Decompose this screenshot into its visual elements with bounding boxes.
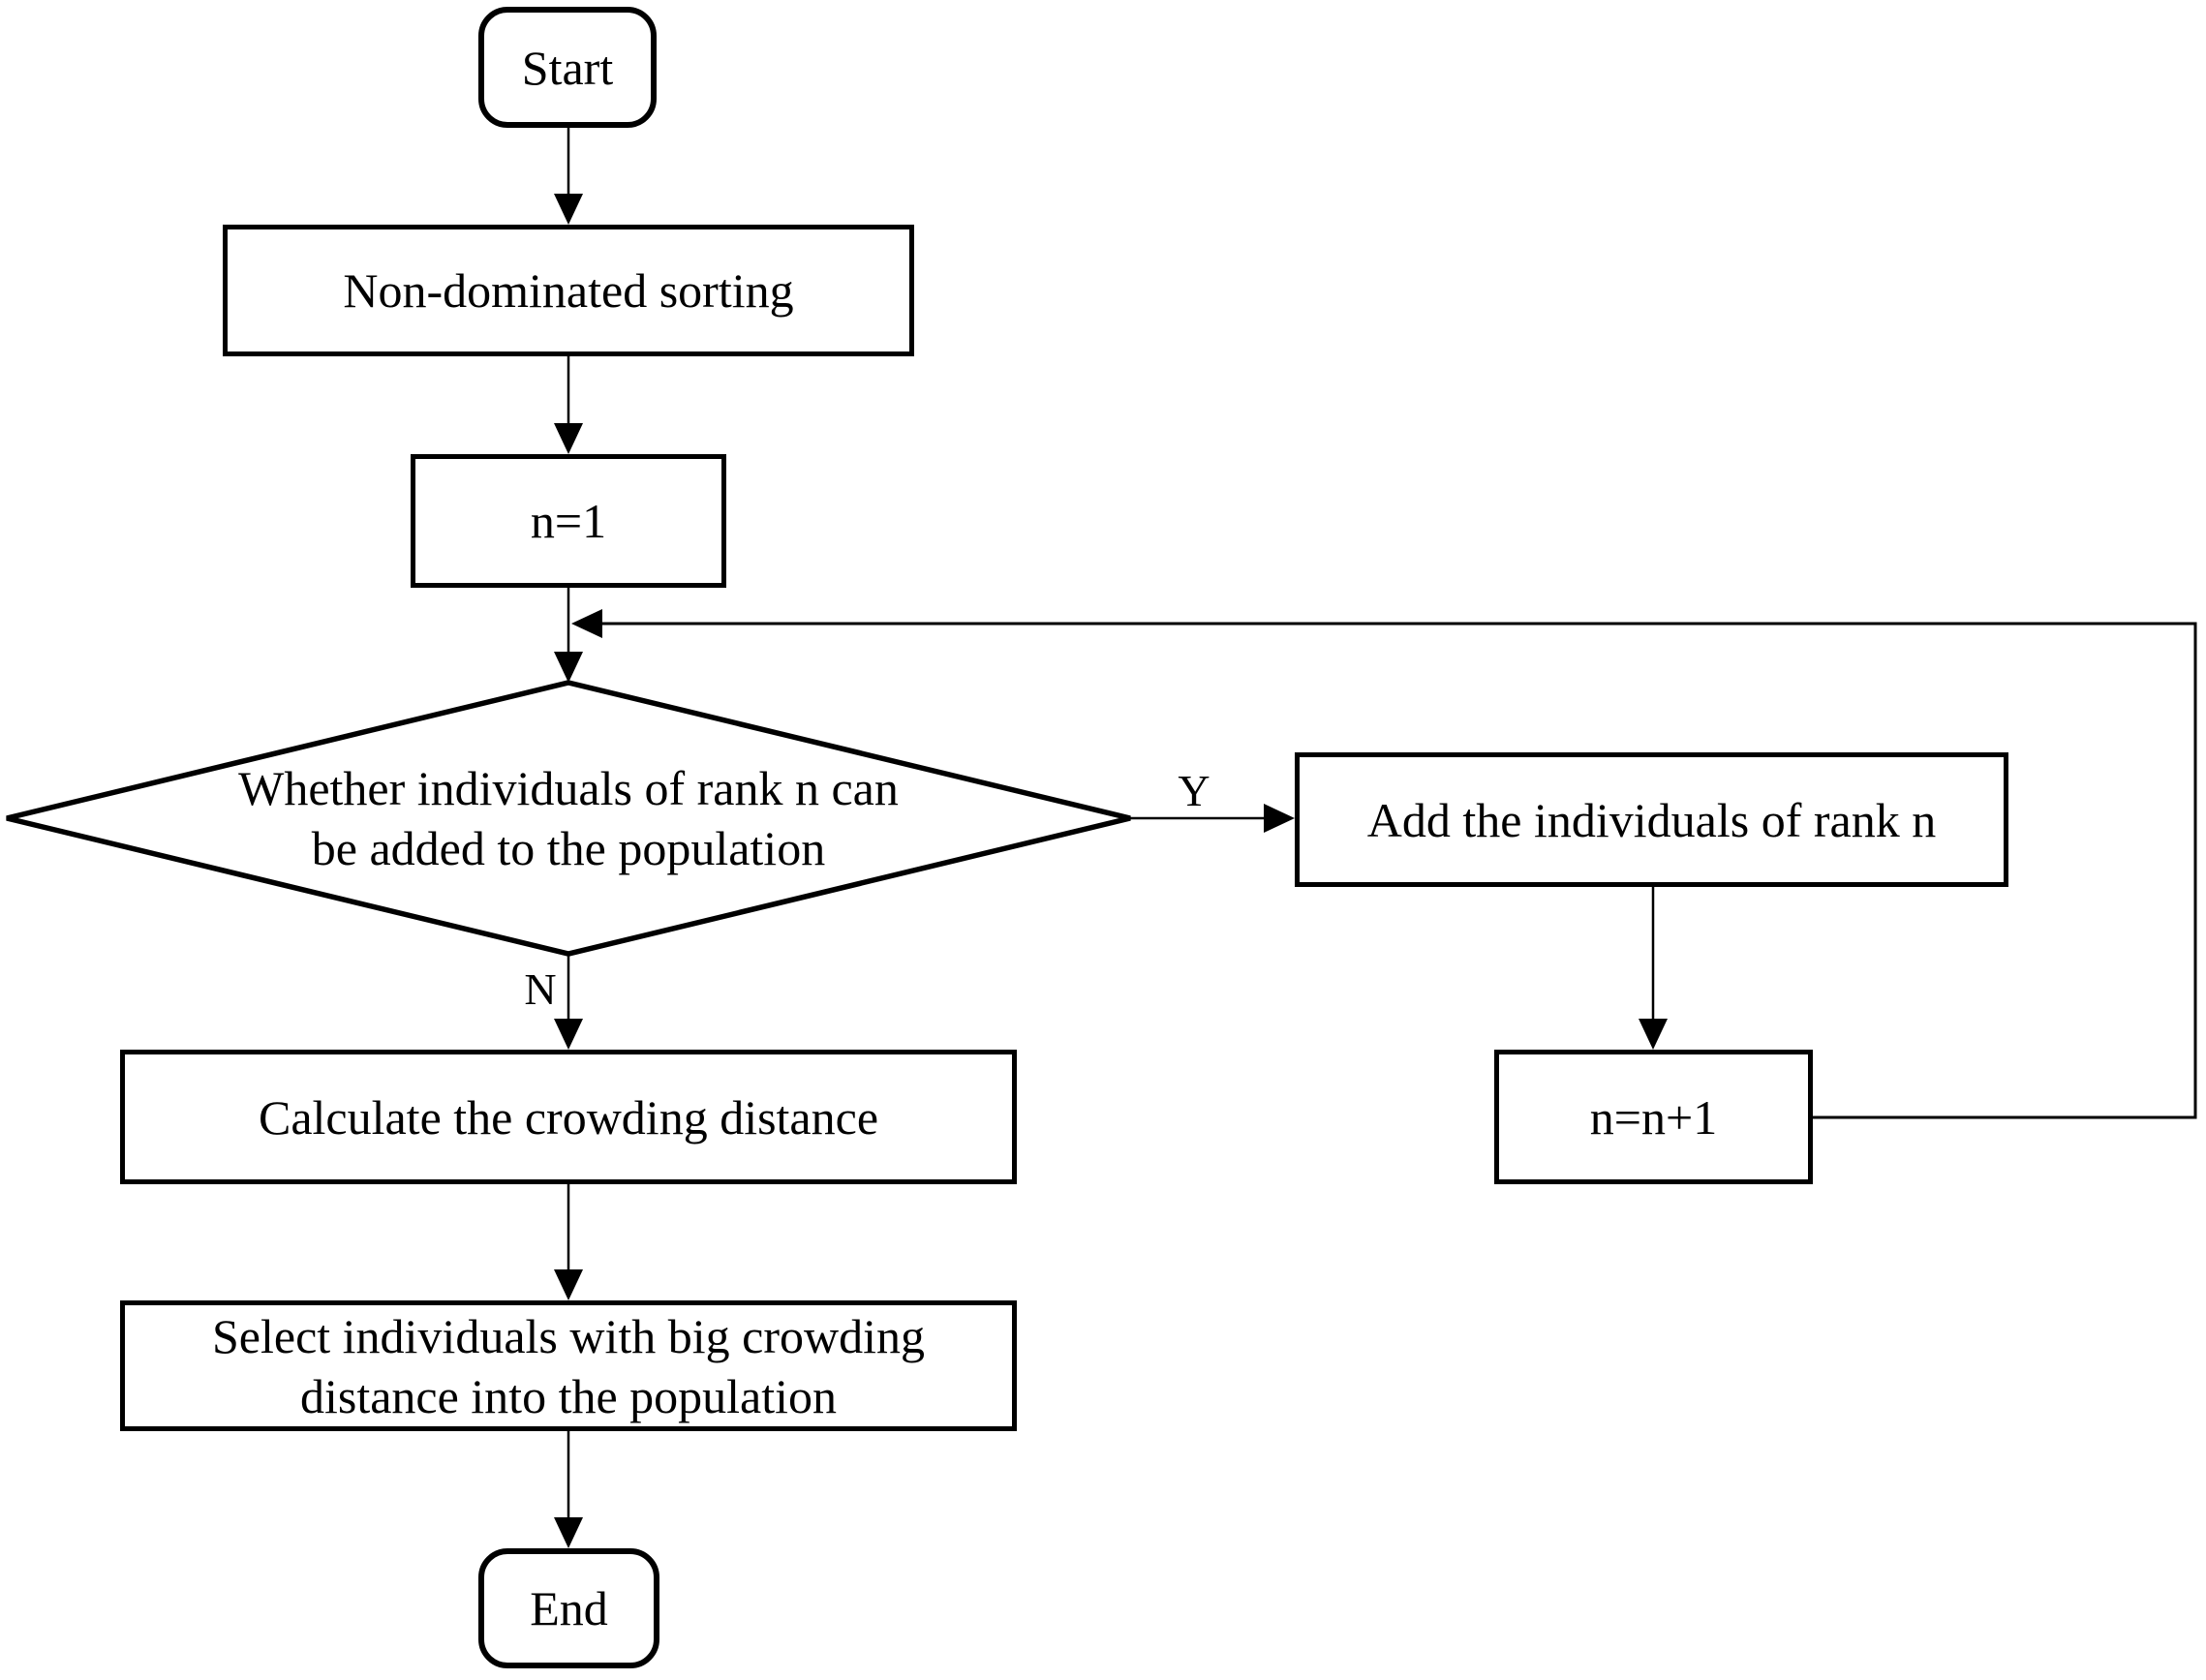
add-label: Add the individuals of rank n — [1366, 792, 1937, 847]
end-node: End — [478, 1548, 659, 1668]
calculate-label: Calculate the crowding distance — [258, 1089, 879, 1145]
end-label: End — [530, 1581, 608, 1635]
arrowhead-down-icon — [554, 194, 583, 225]
start-node: Start — [478, 7, 657, 128]
yes-branch-label: Y — [1178, 766, 1210, 815]
arrowhead-down-icon — [554, 652, 583, 683]
arrowhead-right-icon — [1264, 804, 1295, 833]
arrowhead-down-icon — [554, 1019, 583, 1050]
increment-label: n=n+1 — [1589, 1089, 1718, 1145]
select-node: Select individuals with big crowding dis… — [120, 1300, 1017, 1431]
decision-diamond-shape — [6, 680, 1131, 957]
select-label-line1: Select individuals with big crowding — [211, 1308, 925, 1363]
start-label: Start — [521, 40, 614, 95]
no-branch-label: N — [524, 964, 557, 1014]
decision-label-line2: be added to the population — [311, 821, 826, 875]
init-node: n=1 — [411, 454, 726, 588]
increment-node: n=n+1 — [1494, 1050, 1813, 1184]
calculate-node: Calculate the crowding distance — [120, 1050, 1017, 1184]
arrowhead-left-icon — [571, 609, 602, 638]
arrowhead-down-icon — [1639, 1019, 1668, 1050]
arrowhead-down-icon — [554, 1517, 583, 1548]
decision-label-line1: Whether individuals of rank n can — [238, 761, 899, 815]
select-label-line2: distance into the population — [299, 1368, 838, 1423]
sorting-node: Non-dominated sorting — [223, 225, 914, 356]
arrowhead-down-icon — [554, 423, 583, 454]
decision-node: Whether individuals of rank n can be add… — [133, 750, 1004, 886]
arrowhead-down-icon — [554, 1269, 583, 1300]
sorting-label: Non-dominated sorting — [343, 263, 794, 318]
add-node: Add the individuals of rank n — [1295, 752, 2008, 887]
init-label: n=1 — [530, 494, 607, 548]
edge-increment-loop-back — [602, 622, 2197, 1119]
